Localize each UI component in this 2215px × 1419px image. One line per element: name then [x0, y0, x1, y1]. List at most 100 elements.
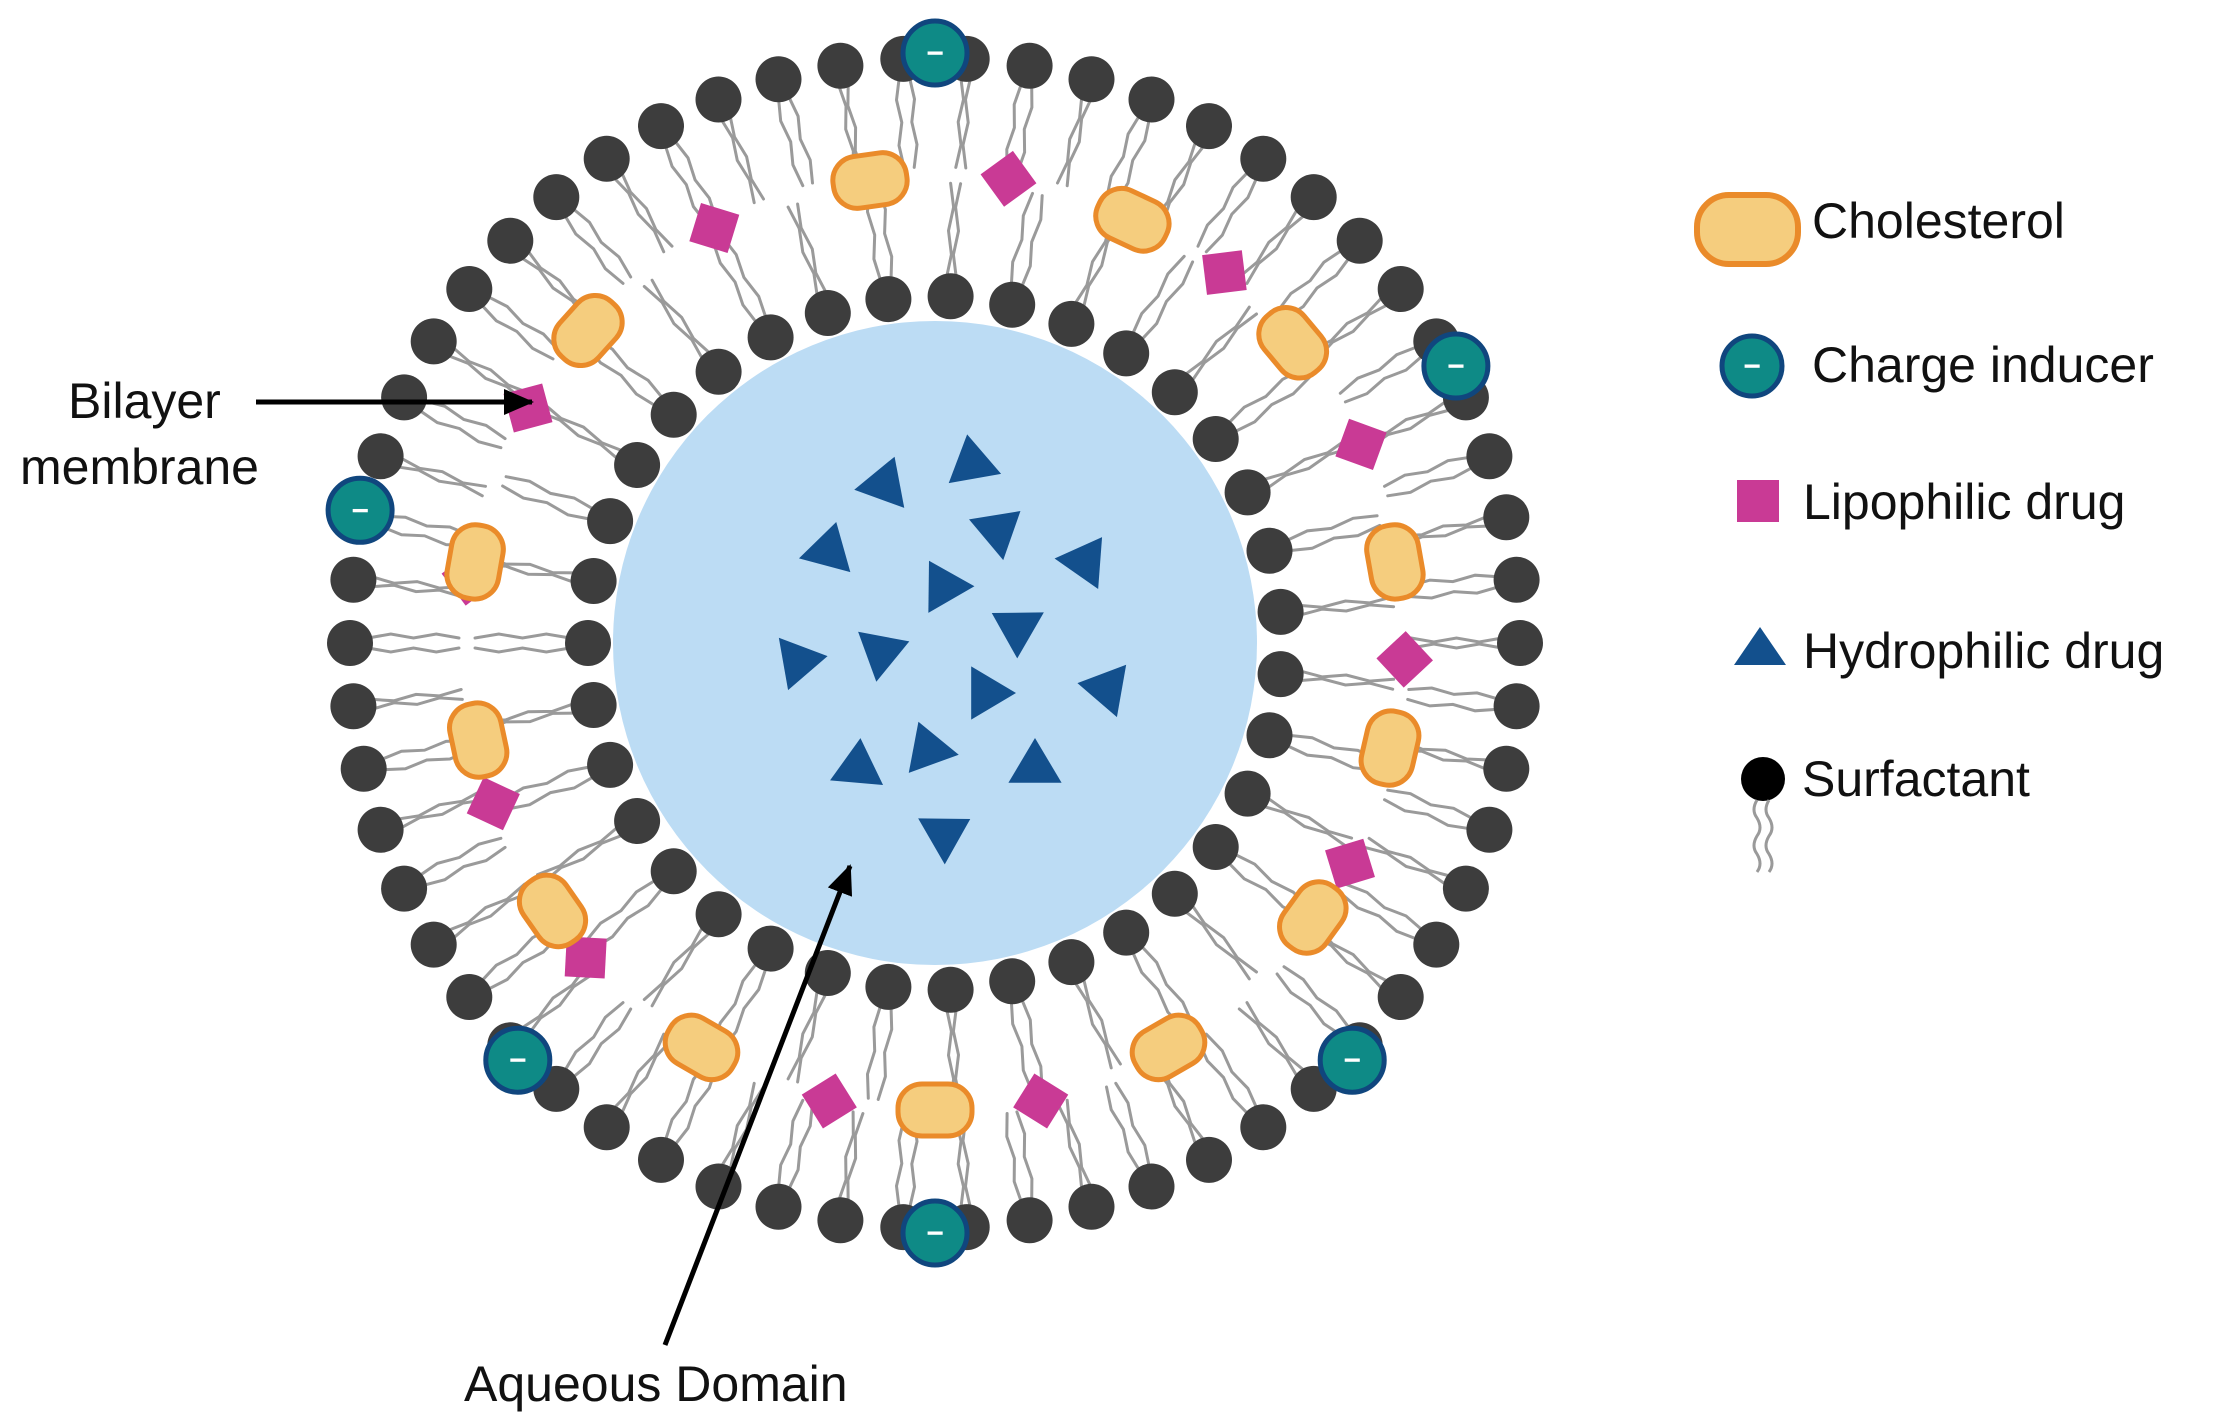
surfactant-head: [340, 745, 387, 792]
surfactant-head: [1224, 770, 1271, 817]
lipophilic-drug-icon: [1737, 480, 1779, 522]
surfactant-head: [1466, 433, 1513, 480]
lipid-tail: [1072, 979, 1113, 1070]
surfactant-head: [357, 806, 404, 853]
legend-label-hydrophilic: Hydrophilic drug: [1803, 623, 2164, 679]
cholesterol-molecule: [1256, 305, 1330, 381]
surfactant-head: [381, 374, 428, 421]
cholesterol-molecule: [895, 1081, 975, 1139]
surfactant-head: [410, 921, 457, 968]
lipid-tail: [954, 75, 966, 169]
lipid-tail: [1019, 996, 1044, 1092]
lipid-tail: [416, 408, 503, 450]
lipophilic-drug: [1335, 418, 1387, 471]
surfactant-head: [533, 174, 580, 221]
lipophilic-drug: [564, 936, 607, 979]
charge-inducer-icon: [1719, 333, 1785, 399]
lipid-tail: [1245, 212, 1308, 285]
hydrophilic-drug: [1054, 537, 1103, 590]
lipid-tail: [1204, 175, 1259, 254]
lipid-tail: [1383, 798, 1473, 831]
hydrophilic-drug: [928, 560, 975, 613]
hydrophilic-drug: [969, 511, 1021, 561]
hydrophilic-drug: [908, 721, 959, 773]
charge-inducer: −: [483, 1025, 553, 1095]
surfactant-head: [1442, 865, 1489, 912]
lipid-tail: [501, 484, 593, 521]
surfactant-head: [1413, 921, 1460, 968]
aqueous-label: Aqueous Domain: [464, 1356, 848, 1412]
surfactant-head: [817, 42, 864, 89]
lipophilic-drug: [1202, 250, 1247, 295]
surfactant-head: [1257, 651, 1304, 698]
lipid-tail: [501, 765, 593, 802]
surfactant-head: [1224, 469, 1271, 516]
surfactant-head: [1240, 1104, 1287, 1151]
lipid-tail: [1264, 446, 1354, 491]
cholesterol-molecule: [516, 872, 589, 950]
lipid-tail: [619, 1038, 674, 1117]
lipid-tail: [1005, 1112, 1024, 1205]
lipid-tail: [944, 181, 956, 280]
surfactant-head: [1246, 712, 1293, 759]
lipophilic-drug: [980, 150, 1037, 207]
lipid-tail: [1081, 975, 1122, 1066]
lipid-tail: [777, 1098, 805, 1190]
lipid-tail: [370, 575, 464, 590]
lipid-tail: [570, 1007, 633, 1080]
lipid-tail: [541, 833, 626, 885]
surfactant-head: [1336, 217, 1383, 264]
surfactant-head: [747, 314, 794, 361]
lipid-tail: [562, 1001, 625, 1074]
surfactant-head: [695, 891, 742, 938]
lipid-tail: [445, 882, 527, 933]
surfactant-head: [1246, 527, 1293, 574]
lipid-tail: [786, 93, 814, 185]
aqueous-callout: Aqueous Domain: [464, 864, 853, 1412]
lipid-tail: [1138, 943, 1195, 1026]
lipid-tail: [611, 175, 666, 254]
surfactant-head: [1151, 870, 1198, 917]
surfactant-head: [1240, 135, 1287, 182]
lipid-tail: [570, 206, 633, 279]
hydrophilic-drug: [798, 521, 851, 573]
lipid-tail: [562, 212, 625, 285]
legend-item-surfactant: Surfactant: [1741, 751, 2030, 873]
lipid-tail: [536, 824, 621, 877]
lipid-tail: [1363, 845, 1449, 888]
lipid-tail: [1189, 312, 1258, 385]
surfactant-head: [570, 682, 617, 728]
lipid-tail: [1130, 254, 1186, 338]
lipid-tail: [1367, 836, 1454, 878]
legend-label-cholesterol: Cholesterol: [1812, 193, 2065, 249]
lipid-tail: [450, 344, 532, 395]
lipid-tail: [1105, 1085, 1142, 1174]
lipid-tail: [611, 1032, 666, 1111]
lipid-tail: [518, 965, 588, 1031]
surfactant-head: [1493, 683, 1540, 730]
charge-inducer: −: [1421, 331, 1491, 401]
surfactant-head: [357, 433, 404, 480]
surfactant-head: [330, 683, 377, 730]
lipophilic-drug: [689, 203, 740, 253]
hydrophilic-drug: [918, 818, 971, 865]
lipid-tail: [1182, 305, 1251, 378]
lipid-tail: [1065, 1098, 1093, 1190]
surfactant-head: [1186, 1136, 1232, 1183]
legend-label-lipophilic: Lipophilic drug: [1803, 474, 2125, 530]
lipid-tail: [1015, 1110, 1034, 1204]
surfactant-head: [927, 273, 974, 320]
lipid-tail: [1409, 642, 1504, 650]
legend-item-lipophilic: Lipophilic drug: [1737, 474, 2125, 530]
lipid-tail: [836, 1110, 855, 1204]
surfactant-head: [755, 56, 802, 103]
lipid-tail: [728, 112, 765, 201]
surfactant-head: [614, 798, 661, 844]
lipid-tail: [1284, 514, 1379, 543]
cholesterol-molecule: [662, 1012, 741, 1083]
lipid-tail: [961, 1116, 973, 1211]
cholesterol-molecule: [447, 700, 510, 780]
surfactant-head: [565, 620, 611, 666]
surfactant-tail-icon: [1764, 799, 1774, 873]
